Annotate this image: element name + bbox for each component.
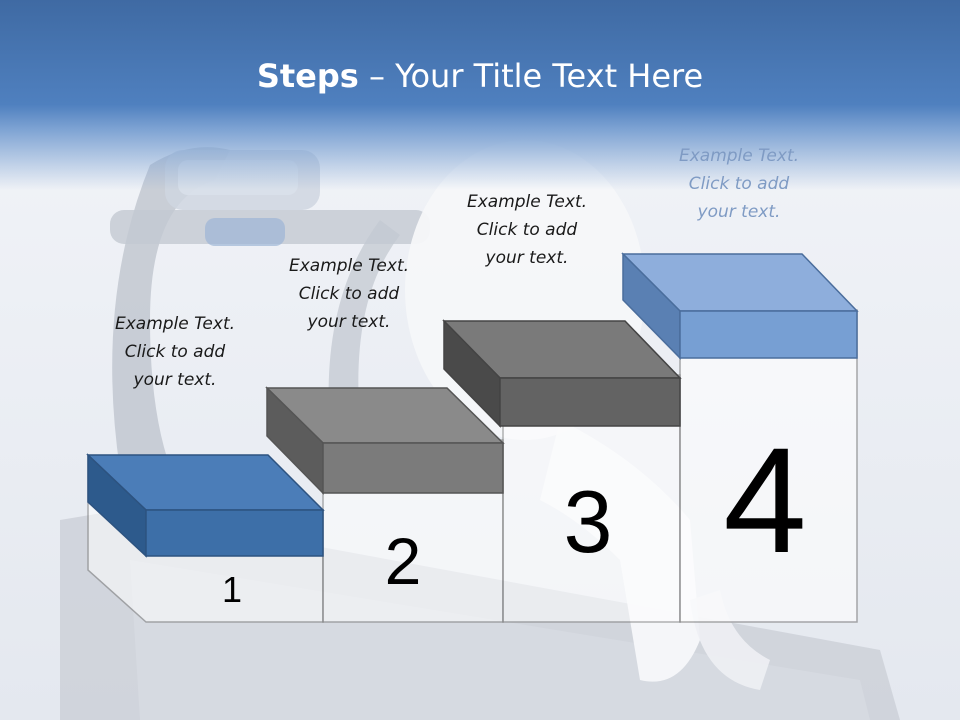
slide-title[interactable]: Steps – Your Title Text Here bbox=[0, 54, 960, 98]
title-rest: – Your Title Text Here bbox=[358, 57, 704, 95]
step-4-number: 4 bbox=[723, 416, 807, 584]
step-3-block[interactable] bbox=[442, 319, 682, 428]
step-2-block[interactable] bbox=[265, 386, 505, 495]
title-bar bbox=[0, 0, 960, 190]
step-2-text[interactable]: Example Text. Click to add your text. bbox=[288, 256, 410, 332]
step-4-text[interactable]: Example Text. Click to add your text. bbox=[678, 146, 800, 222]
step-1-text[interactable]: Example Text. Click to add your text. bbox=[114, 314, 236, 390]
step-2-number: 2 bbox=[384, 524, 422, 598]
step-4-column bbox=[679, 309, 858, 623]
step-3-number: 3 bbox=[563, 472, 613, 571]
step-1-block[interactable] bbox=[86, 453, 325, 558]
step-1-number: 1 bbox=[221, 569, 243, 610]
title-bold: Steps bbox=[256, 57, 359, 95]
step-4-block[interactable] bbox=[621, 252, 859, 360]
step-3-text[interactable]: Example Text. Click to add your text. bbox=[466, 192, 588, 268]
